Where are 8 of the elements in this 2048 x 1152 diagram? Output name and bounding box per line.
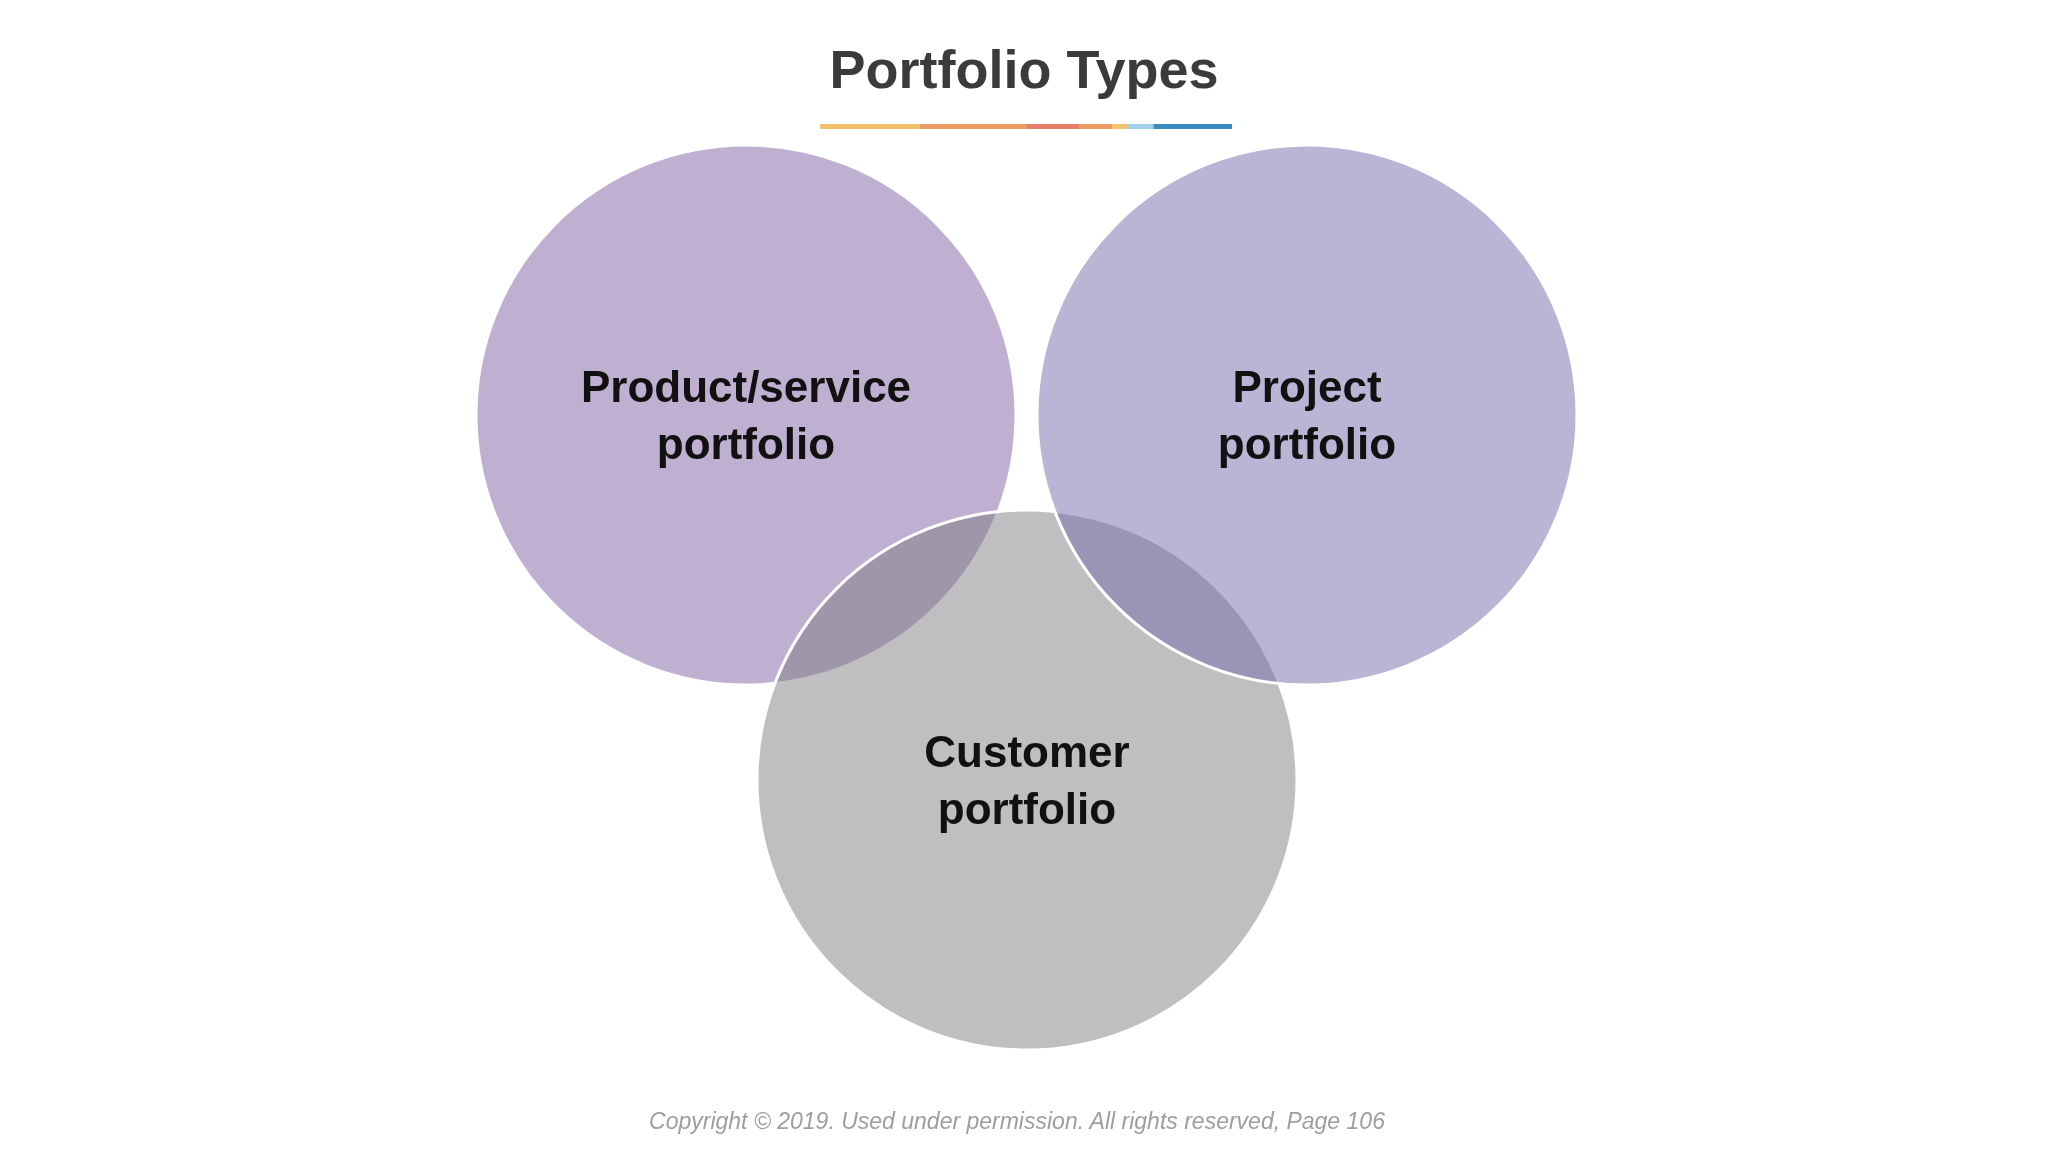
venn-circle bbox=[755, 508, 1299, 1052]
venn-circle bbox=[1035, 143, 1579, 687]
title: Portfolio Types bbox=[829, 38, 1219, 100]
venn-circle bbox=[474, 143, 1018, 687]
circle-label: Product/service portfolio bbox=[579, 361, 913, 470]
circle-label: Customer portfolio bbox=[923, 726, 1131, 835]
copyright-note: Copyright © 2019. Used under permission. All rights reserved, Page 106 bbox=[649, 1107, 1385, 1136]
circle-label: Project portfolio bbox=[1216, 361, 1398, 470]
